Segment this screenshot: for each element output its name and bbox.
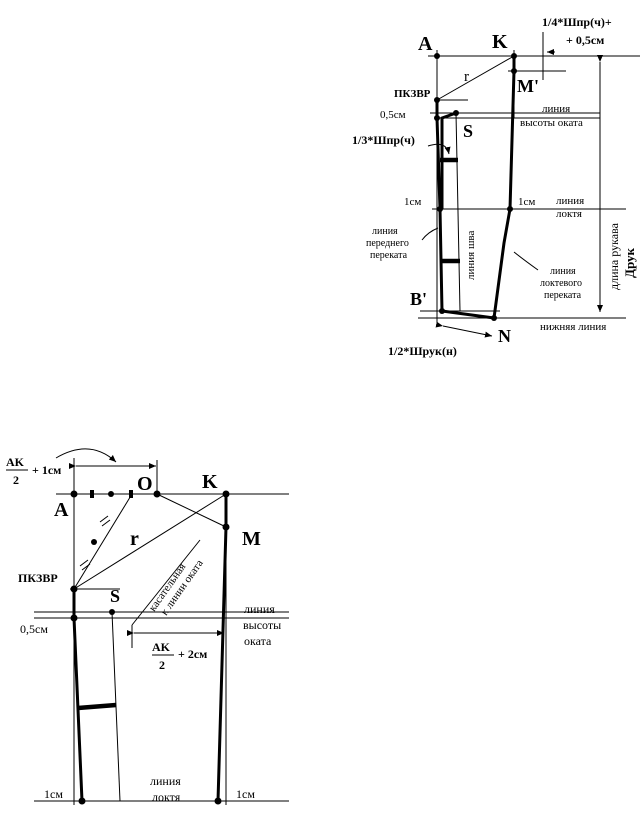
bottom-hash-2 [101, 519, 111, 527]
bottom-label-okat-3: оката [244, 634, 272, 648]
bottom-label-a: A [54, 499, 69, 521]
bottom-point-okat [70, 614, 78, 622]
top-point-b [439, 308, 445, 314]
bottom-ak-half-curve [55, 448, 117, 463]
bottom-hash-4 [81, 563, 91, 571]
top-label-elbow-2: локтя [556, 208, 582, 220]
top-label-bottom: нижняя линия [540, 321, 606, 333]
bottom-label-k: K [202, 471, 218, 493]
bottom-label-r: r [130, 528, 139, 550]
bottom-label-one-cm-right: 1см [236, 787, 255, 801]
top-label-quarter-1: 1/4*Шпр(ч)+ [542, 15, 612, 29]
bottom-point-ak-mid [108, 491, 114, 497]
bottom-point-o [153, 490, 161, 498]
bottom-frac2-den: 2 [159, 658, 165, 672]
top-label-b: B' [410, 289, 427, 309]
bottom-hash-3 [79, 559, 89, 567]
bottom-label-okat-1: линия [244, 602, 275, 616]
bottom-tick [77, 702, 117, 711]
top-back-contour [492, 56, 516, 319]
top-label-m: M' [517, 76, 539, 96]
top-radius-line [436, 55, 515, 101]
top-label-front-1: линия [372, 226, 398, 237]
top-point-a [434, 53, 440, 59]
bottom-label-m: M [242, 528, 261, 550]
top-label-half-hand: 1/2*Шрук(н) [388, 344, 457, 358]
bottom-back-contour [216, 494, 228, 802]
top-label-n: N [498, 326, 511, 346]
bottom-label-o: O [137, 473, 153, 495]
bottom-label-pkzvr: ПКЗВР [18, 571, 58, 585]
bottom-tick-ak-1 [90, 490, 94, 498]
top-label-elbowroll-1: линия [550, 266, 576, 277]
top-elbow-leader [513, 251, 539, 271]
top-label-seam: линия шва [465, 231, 477, 280]
bottom-sleeve-draft: A O K M S r ПКЗВР 0,5см 1см 1см AK 2 + 1… [6, 448, 289, 805]
top-half-hand-dim [435, 321, 493, 338]
top-label-half-cm: 0,5см [380, 109, 406, 121]
top-point-elbow-right [507, 206, 513, 212]
top-label-front-2: переднего [366, 238, 409, 249]
top-label-okat-2: высоты оката [520, 117, 583, 129]
top-inner-contour [440, 111, 457, 209]
top-bottom-contour [441, 309, 495, 320]
bottom-point-mid [91, 539, 97, 545]
bottom-label-elbow-2: локтя [152, 790, 181, 804]
top-label-pkzvr: ПКЗВР [394, 88, 431, 100]
bottom-frac1-num: AK [6, 455, 25, 469]
top-point-elbow-left [437, 206, 443, 212]
top-label-k: K [492, 31, 508, 53]
bottom-label-one-cm-left: 1см [44, 787, 63, 801]
top-point-m [511, 68, 517, 74]
top-label-one-cm-right: 1см [518, 196, 535, 208]
bottom-label-s: S [110, 586, 120, 606]
bottom-chord-a-o [73, 493, 133, 590]
bottom-point-a [70, 490, 78, 498]
top-label-elbowroll-2: локтевого [540, 278, 582, 289]
top-label-front-3: переката [370, 250, 408, 261]
top-sleeve-draft: A K M' S B' N r ПКЗВР 0,5см 1см 1см 1/4*… [352, 15, 640, 358]
top-label-r: r [464, 69, 469, 85]
bottom-frac2-num: AK [152, 640, 171, 654]
bottom-point-elbow-left [78, 797, 86, 805]
top-seam-line [455, 112, 461, 312]
top-front-leader [421, 227, 439, 241]
bottom-label-elbow-1: линия [150, 774, 181, 788]
bottom-frac1-den: 2 [13, 473, 19, 487]
bottom-frac1-tail: + 1см [32, 463, 61, 477]
bottom-point-pkzvr [70, 585, 78, 593]
bottom-tick-ak-2 [129, 490, 133, 498]
top-point-s [453, 110, 459, 116]
bottom-radius-line [73, 493, 227, 590]
bottom-tangent-line [131, 539, 201, 626]
top-label-a: A [418, 33, 433, 55]
bottom-point-s [109, 609, 115, 615]
top-label-third: 1/3*Шпр(ч) [352, 133, 415, 147]
top-label-sleeve-length: длина рукава [607, 222, 621, 290]
top-label-elbow-1: линия [556, 195, 584, 207]
top-label-elbowroll-3: переката [544, 290, 582, 301]
top-label-okat-1: линия [542, 103, 570, 115]
top-front-contour [435, 100, 444, 312]
top-label-one-cm: 1см [404, 196, 421, 208]
top-label-quarter-2: + 0,5см [566, 33, 604, 47]
bottom-label-half-cm: 0,5см [20, 622, 48, 636]
bottom-chord-o-m [156, 493, 227, 528]
bottom-hash-1 [99, 515, 109, 523]
top-point-n [491, 315, 497, 321]
bottom-frac2-tail: + 2см [178, 647, 207, 661]
top-label-s: S [463, 121, 473, 141]
bottom-point-m [222, 523, 230, 531]
top-label-druk: Друк [622, 247, 637, 278]
top-point-k [511, 53, 517, 59]
bottom-point-k [222, 490, 230, 498]
bottom-point-elbow-right [214, 797, 222, 805]
bottom-label-okat-2: высоты [243, 618, 281, 632]
top-point-okat [434, 115, 440, 121]
top-point-pkzvr [434, 97, 440, 103]
